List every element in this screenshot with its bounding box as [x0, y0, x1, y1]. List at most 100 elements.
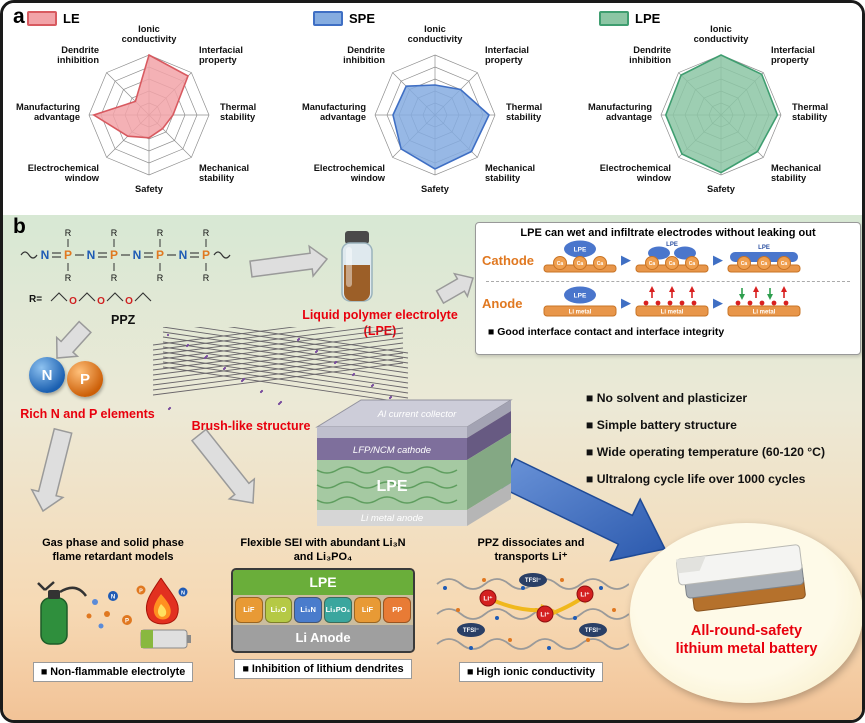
- battery-stack: Al current collector LFP/NCM cathode LPE…: [315, 399, 513, 526]
- n-dot: [178, 587, 188, 596]
- flow-arrow: [435, 272, 474, 305]
- panel-a-label: a: [13, 5, 25, 28]
- p-dot-label: P: [139, 588, 143, 594]
- svg-text:O: O: [97, 296, 105, 307]
- lpe-wave: [316, 496, 458, 504]
- svg-text:Ca: Ca: [741, 261, 748, 267]
- svg-text:R: R: [203, 273, 210, 283]
- flame-retardant-graphic: N P P N: [37, 577, 191, 648]
- flame-title-line2: flame retardant models: [52, 550, 174, 563]
- svg-text:PPZ: PPZ: [111, 313, 136, 327]
- svg-text:Li⁺: Li⁺: [483, 595, 493, 602]
- transport-title-line2: transports Li⁺: [494, 550, 568, 563]
- stack-label-li: Li metal anode: [361, 513, 423, 524]
- sei-tile-Li₃PO₄: Li₃PO₄: [324, 596, 352, 623]
- extinguisher-hose: [59, 586, 88, 597]
- transport-panel-title: PPZ dissociates and transports Li⁺: [433, 537, 629, 565]
- svg-text:TFSI⁻: TFSI⁻: [525, 578, 541, 584]
- stack-side-cathode: [467, 411, 511, 460]
- svg-text:Ca: Ca: [557, 261, 564, 267]
- sei-tile-PP: PP: [383, 596, 412, 623]
- lpe-callout-line1: Liquid polymer electrolyte: [302, 308, 458, 322]
- flame-panel: Gas phase and solid phase flame retardan…: [15, 537, 211, 682]
- features-list: ■ No solvent and plasticizer■ Simple bat…: [586, 391, 862, 499]
- spray-dot: [98, 623, 104, 628]
- pouch-cell-image: [675, 544, 806, 612]
- transport-panel: PPZ dissociates and transports Li⁺ TFSI⁻…: [433, 537, 629, 682]
- spray-dot: [104, 610, 110, 617]
- stack-front-cathode: [317, 438, 467, 460]
- svg-text:P: P: [156, 248, 164, 262]
- flame-title-line1: Gas phase and solid phase: [42, 537, 184, 549]
- feature-item: ■ Ultralong cycle life over 1000 cycles: [586, 472, 806, 486]
- svg-text:Ca: Ca: [669, 261, 676, 267]
- svg-text:R: R: [111, 228, 118, 238]
- legend-swatch: [599, 11, 629, 26]
- svg-text:Ca: Ca: [649, 261, 656, 267]
- np-caption: Rich N and P elements: [20, 407, 155, 421]
- cathode-label: Cathode: [482, 252, 534, 268]
- electrode-divider: [486, 281, 850, 282]
- svg-text:P: P: [64, 248, 72, 262]
- flow-arrow: [190, 428, 256, 504]
- vial-cap: [345, 231, 369, 244]
- svg-text:N: N: [87, 248, 96, 262]
- anode-stage: Li metal: [635, 285, 709, 316]
- feature-item: ■ Wide operating temperature (60-120 °C): [586, 445, 826, 459]
- stage-arrow-icon: ▶: [713, 295, 723, 310]
- svg-text:TFSI⁻: TFSI⁻: [585, 628, 601, 634]
- feature-item: ■ Simple battery structure: [586, 418, 737, 432]
- spray-dot: [86, 613, 92, 618]
- stack-label-cathode: LFP/NCM cathode: [353, 445, 431, 456]
- svg-text:TFSI⁻: TFSI⁻: [463, 628, 479, 634]
- stage-arrow-icon: ▶: [621, 295, 631, 310]
- svg-text:Safety: Safety: [421, 184, 450, 194]
- svg-text:R: R: [65, 273, 72, 283]
- svg-text:Safety: Safety: [135, 184, 164, 194]
- n-dot-label: N: [111, 594, 115, 600]
- svg-text:LPE: LPE: [574, 246, 587, 253]
- flow-arrow: [30, 427, 73, 513]
- flame-bullet: ■ Non-flammable electrolyte: [32, 661, 194, 682]
- pouch-fold: [675, 555, 706, 574]
- svg-text:N: N: [133, 248, 142, 262]
- n-letter: N: [41, 366, 53, 384]
- legend-LPE: LPE: [599, 11, 660, 26]
- transport-title-line1: PPZ dissociates and: [477, 537, 585, 549]
- phosphorus-sphere-icon: P: [67, 361, 103, 397]
- svg-text:Li metal: Li metal: [661, 309, 684, 315]
- flow-arrow: [249, 244, 329, 278]
- fire-extinguisher-icon: [40, 596, 68, 645]
- sei-title-line1: Flexible SEI with abundant Li₃N: [240, 537, 406, 549]
- svg-text:Li metal: Li metal: [569, 309, 592, 315]
- n-dot: [108, 590, 118, 601]
- n-dot-label: N: [181, 590, 185, 596]
- legend-swatch: [27, 11, 57, 26]
- ion-transport-graphic: TFSI⁻TFSI⁻TFSI⁻Li⁺Li⁺Li⁺: [436, 572, 629, 650]
- svg-text:O: O: [125, 296, 133, 307]
- flame-panel-title: Gas phase and solid phase flame retardan…: [15, 537, 211, 565]
- stack-front-li: [317, 510, 467, 526]
- stack-front-al: [317, 427, 467, 438]
